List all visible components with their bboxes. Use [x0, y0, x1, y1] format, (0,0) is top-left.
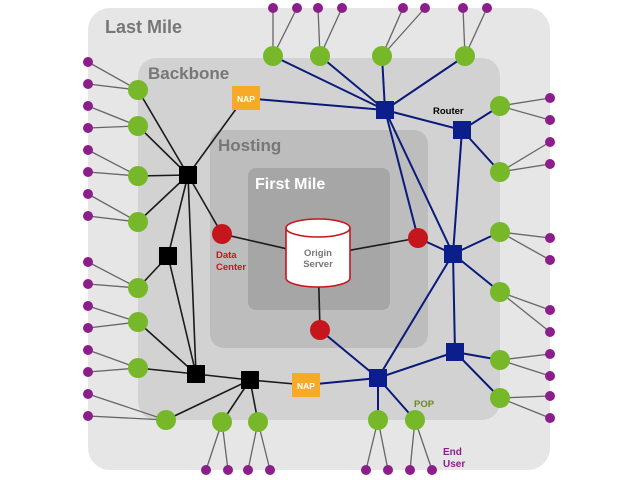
black-router-node	[187, 365, 205, 383]
edge-node	[156, 410, 176, 430]
end-user-label-line2: User	[443, 459, 465, 470]
blue-router-node	[453, 121, 471, 139]
edge-node	[128, 116, 148, 136]
pop-label: POP	[414, 399, 435, 410]
edge-node	[212, 412, 232, 432]
origin-label-line2: Server	[303, 259, 333, 270]
edge-node	[372, 46, 392, 66]
origin-server-icon	[285, 218, 351, 288]
router-label: Router	[433, 106, 464, 117]
edge-node	[310, 46, 330, 66]
edge-node	[490, 388, 510, 408]
nap-label-bottom: NAP	[297, 381, 315, 391]
blue-router-node	[446, 343, 464, 361]
end-user-label-line1: End	[443, 447, 462, 458]
edge-node	[263, 46, 283, 66]
nap-label-top: NAP	[237, 94, 255, 104]
data-center-node	[408, 228, 428, 248]
edge-node	[490, 96, 510, 116]
edge-node	[128, 312, 148, 332]
blue-router-node	[444, 245, 462, 263]
blue-router-node	[376, 101, 394, 119]
data-center-node	[212, 224, 232, 244]
blue-routers	[369, 101, 471, 387]
end-user-nodes	[83, 3, 555, 475]
edge-node	[128, 212, 148, 232]
edge-node	[368, 410, 388, 430]
nap-box-bottom	[292, 373, 320, 397]
edge-node	[490, 350, 510, 370]
edge-node	[128, 80, 148, 100]
hosting-label: Hosting	[218, 136, 281, 155]
edge-node	[455, 46, 475, 66]
black-routers	[159, 166, 259, 389]
edge-nodes	[128, 46, 510, 432]
black-router-node	[241, 371, 259, 389]
backbone-label: Backbone	[148, 64, 229, 83]
black-router-node	[179, 166, 197, 184]
edge-node	[490, 282, 510, 302]
blue-router-node	[369, 369, 387, 387]
last-mile-label: Last Mile	[105, 17, 182, 37]
nap-box-top	[232, 86, 260, 110]
edge-node	[128, 166, 148, 186]
data-center-label-line2: Center	[216, 262, 246, 273]
data-center-label-line1: Data	[216, 250, 237, 261]
data-center-node	[310, 320, 330, 340]
edge-node	[248, 412, 268, 432]
edge-node	[490, 162, 510, 182]
data-center-nodes	[212, 224, 428, 340]
black-router-node	[159, 247, 177, 265]
first-mile-label: First Mile	[255, 176, 325, 193]
edge-node	[128, 278, 148, 298]
edge-node	[405, 410, 425, 430]
edge-node	[490, 222, 510, 242]
edge-node	[128, 358, 148, 378]
origin-label-line1: Origin	[304, 248, 332, 259]
